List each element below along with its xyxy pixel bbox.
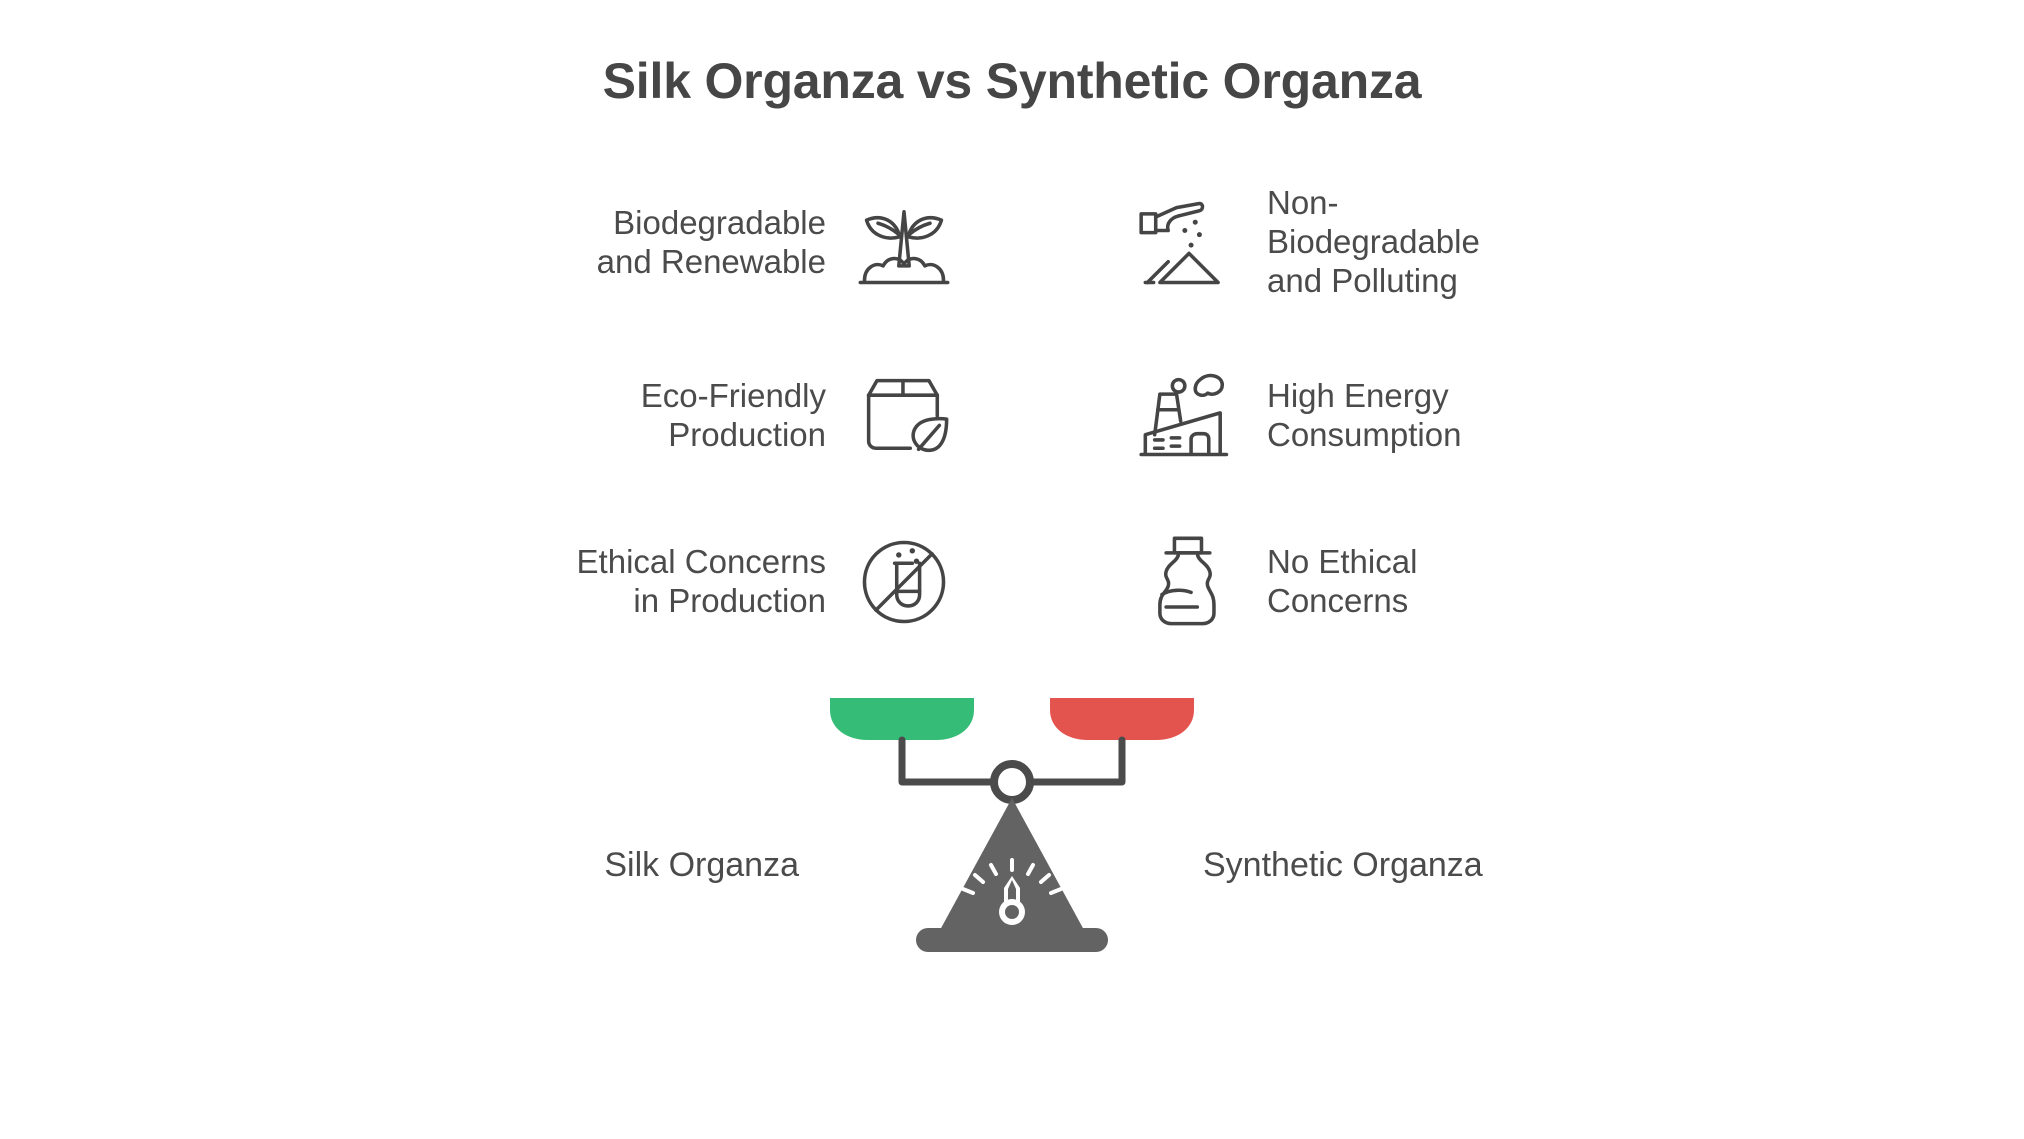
right-item-label: High Energy Consumption xyxy=(1267,377,1462,453)
left-item-eco-friendly: Eco-Friendly Production xyxy=(400,330,960,502)
left-item-label: Eco-Friendly Production xyxy=(640,377,826,453)
waste-dumping-icon xyxy=(1133,187,1245,299)
scale-base xyxy=(916,928,1108,952)
left-item-ethical-concerns: Ethical Concerns in Production xyxy=(400,502,960,662)
eco-package-icon xyxy=(848,360,960,472)
left-item-label: Biodegradable and Renewable xyxy=(596,203,826,280)
left-item-label: Ethical Concerns in Production xyxy=(576,543,826,619)
plastic-bottle-icon xyxy=(1133,526,1245,638)
right-item-non-biodegradable: Non- Biodegradable and Polluting xyxy=(1133,155,1693,330)
right-pan xyxy=(1050,698,1194,740)
left-column: Biodegradable and Renewable xyxy=(400,155,960,662)
scale-label-silk-organza: Silk Organza xyxy=(604,846,799,884)
page-title: Silk Organza vs Synthetic Organza xyxy=(602,53,1422,109)
scale-side-labels: Silk Organza Synthetic Organza xyxy=(0,846,2024,906)
left-pan xyxy=(830,698,974,740)
right-item-label: Non- Biodegradable and Polluting xyxy=(1267,184,1480,299)
right-item-label: No Ethical Concerns xyxy=(1267,543,1418,619)
no-chemicals-icon xyxy=(848,526,960,638)
balance-scale xyxy=(802,690,1222,980)
right-item-high-energy: High Energy Consumption xyxy=(1133,330,1693,502)
right-item-no-ethical-concerns: No Ethical Concerns xyxy=(1133,502,1693,662)
fulcrum-ring xyxy=(990,760,1034,804)
scale-label-synthetic-organza: Synthetic Organza xyxy=(1203,846,1483,884)
left-item-biodegradable: Biodegradable and Renewable xyxy=(400,155,960,330)
sprout-icon xyxy=(848,187,960,299)
factory-icon xyxy=(1133,360,1245,472)
right-column: Non- Biodegradable and Polluting xyxy=(1133,155,1693,662)
